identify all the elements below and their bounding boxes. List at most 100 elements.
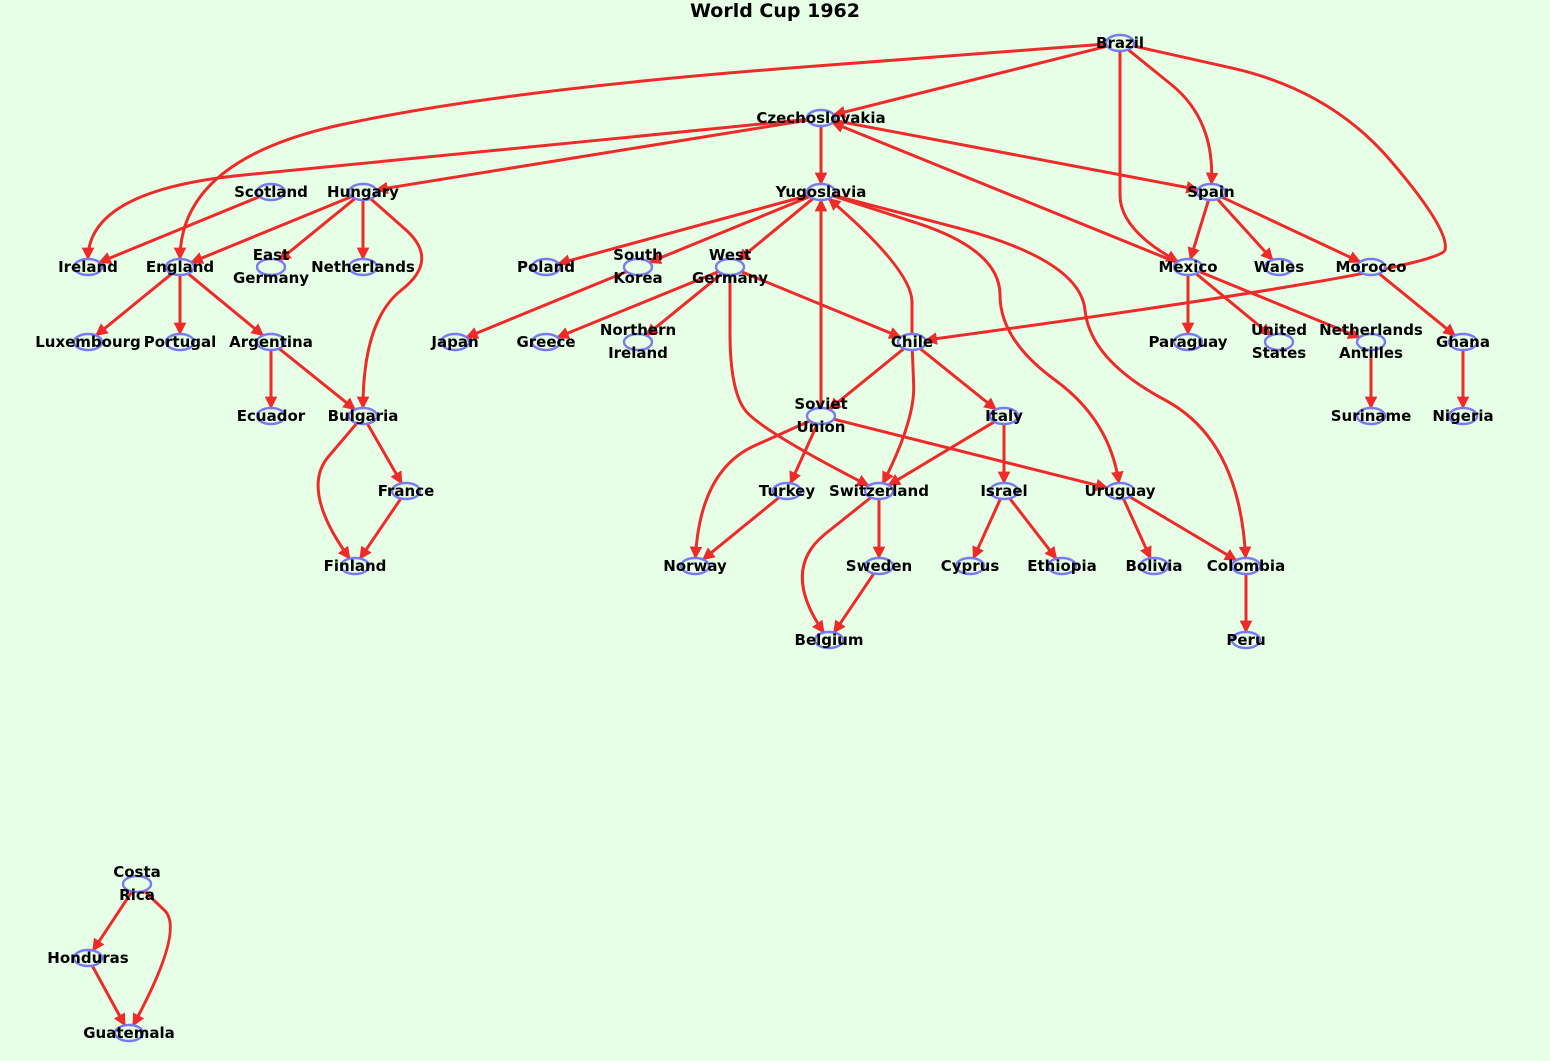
node-peru: Peru	[1226, 630, 1266, 650]
node-marker	[347, 406, 379, 426]
node-mexico: Mexico	[1158, 257, 1218, 277]
node-ecuador: Ecuador	[237, 406, 306, 426]
edge-honduras-to-guatemala	[90, 964, 127, 1027]
node-label: Germany	[692, 269, 768, 287]
node-label: Cyprus	[941, 557, 1000, 575]
node-label: Argentina	[229, 333, 313, 351]
node-marker	[1447, 332, 1479, 352]
node-uruguay: Uruguay	[1084, 481, 1156, 501]
node-greece: Greece	[516, 332, 576, 352]
node-marker	[164, 332, 196, 352]
node-label: Germany	[233, 269, 309, 287]
node-label: Sweden	[846, 557, 912, 575]
edge-west_germany-to-switzerland	[728, 275, 870, 487]
node-marker	[439, 332, 471, 352]
edge-costa_rica-to-guatemala	[131, 889, 172, 1027]
node-label: Honduras	[47, 949, 128, 967]
node-label: Nigeria	[1432, 407, 1493, 425]
node-label: England	[146, 258, 214, 276]
node-label: Brazil	[1096, 34, 1144, 52]
node-japan: Japan	[430, 332, 479, 352]
node-label: Ghana	[1436, 333, 1490, 351]
edge-west_germany-to-northern_ireland	[645, 272, 723, 337]
node-marker	[1046, 556, 1078, 576]
edge-czechoslovakia-to-spain	[834, 119, 1199, 194]
node-label: Bolivia	[1125, 557, 1182, 575]
edge-west_germany-to-greece	[556, 270, 720, 339]
node-marker	[896, 332, 928, 352]
edge-west_germany-to-chile	[740, 270, 902, 339]
edge-czechoslovakia-to-ireland	[81, 117, 808, 261]
node-label: Scotland	[234, 183, 308, 201]
edge-brazil-to-czechoslovakia	[832, 44, 1108, 119]
edge-morocco-to-ghana	[1378, 272, 1456, 337]
node-label: Rica	[119, 886, 155, 904]
edge-bulgaria-to-finland	[316, 422, 359, 560]
node-marker	[255, 406, 287, 426]
node-marker	[72, 948, 104, 968]
node-marker	[679, 556, 711, 576]
node-marker	[1230, 630, 1262, 650]
node-marker	[1195, 182, 1227, 202]
edge-mexico-to-united_states	[1195, 272, 1272, 337]
node-marker	[530, 332, 562, 352]
node-marker	[805, 108, 837, 128]
node-sweden: Sweden	[846, 556, 912, 576]
node-marker	[1263, 257, 1295, 277]
edge-england-to-luxembourg	[95, 272, 173, 337]
edge-france-to-finland	[358, 497, 403, 560]
node-label: Spain	[1187, 183, 1234, 201]
edge-brazil-to-mexico	[1118, 51, 1179, 263]
node-suriname: Suriname	[1331, 406, 1411, 426]
node-label: Israel	[980, 482, 1027, 500]
node-ireland: Ireland	[58, 257, 118, 277]
edge-argentina-to-bulgaria	[278, 347, 356, 411]
node-belgium: Belgium	[795, 630, 864, 650]
node-finland: Finland	[324, 556, 386, 576]
edge-soviet_union-to-uruguay	[833, 417, 1109, 492]
node-label: Ireland	[608, 344, 668, 362]
edge-yugoslavia-to-colombia	[833, 193, 1252, 560]
node-label: Peru	[1226, 631, 1265, 649]
edge-brazil-to-england	[173, 42, 1107, 261]
node-marker	[1138, 556, 1170, 576]
node-label: West	[709, 246, 751, 264]
node-marker	[805, 182, 837, 202]
node-label: Italy	[985, 407, 1023, 425]
edge-soviet_union-to-turkey	[789, 423, 819, 485]
edge-yugoslavia-to-west_germany	[737, 197, 814, 262]
node-label: Chile	[891, 333, 933, 351]
node-marker	[390, 481, 422, 501]
node-marker	[1104, 33, 1136, 53]
node-label: States	[1252, 344, 1306, 362]
edge-hungary-to-england	[190, 195, 353, 264]
node-label: East	[253, 246, 289, 264]
node-marker	[1172, 332, 1204, 352]
node-label: Netherlands	[311, 258, 415, 276]
node-hungary: Hungary	[327, 182, 399, 202]
node-label: Belgium	[795, 631, 864, 649]
node-marker	[622, 332, 654, 352]
edge-spain-to-mexico	[1187, 199, 1211, 261]
node-ghana: Ghana	[1436, 332, 1490, 352]
node-label: Uruguay	[1084, 482, 1155, 500]
node-luxembourg: Luxembourg	[35, 332, 141, 352]
node-marker	[1355, 406, 1387, 426]
node-label: Costa	[113, 863, 161, 881]
node-brazil: Brazil	[1096, 33, 1144, 53]
node-label: Turkey	[759, 482, 815, 500]
node-cyprus: Cyprus	[941, 556, 1000, 576]
edge-hungary-to-east_germany	[278, 197, 356, 262]
node-morocco: Morocco	[1335, 257, 1407, 277]
edge-switzerland-to-belgium	[800, 496, 872, 634]
page-title: World Cup 1962	[690, 0, 860, 22]
node-marker	[121, 874, 153, 894]
edge-chile-to-italy	[919, 347, 997, 411]
node-label: Korea	[613, 269, 662, 287]
